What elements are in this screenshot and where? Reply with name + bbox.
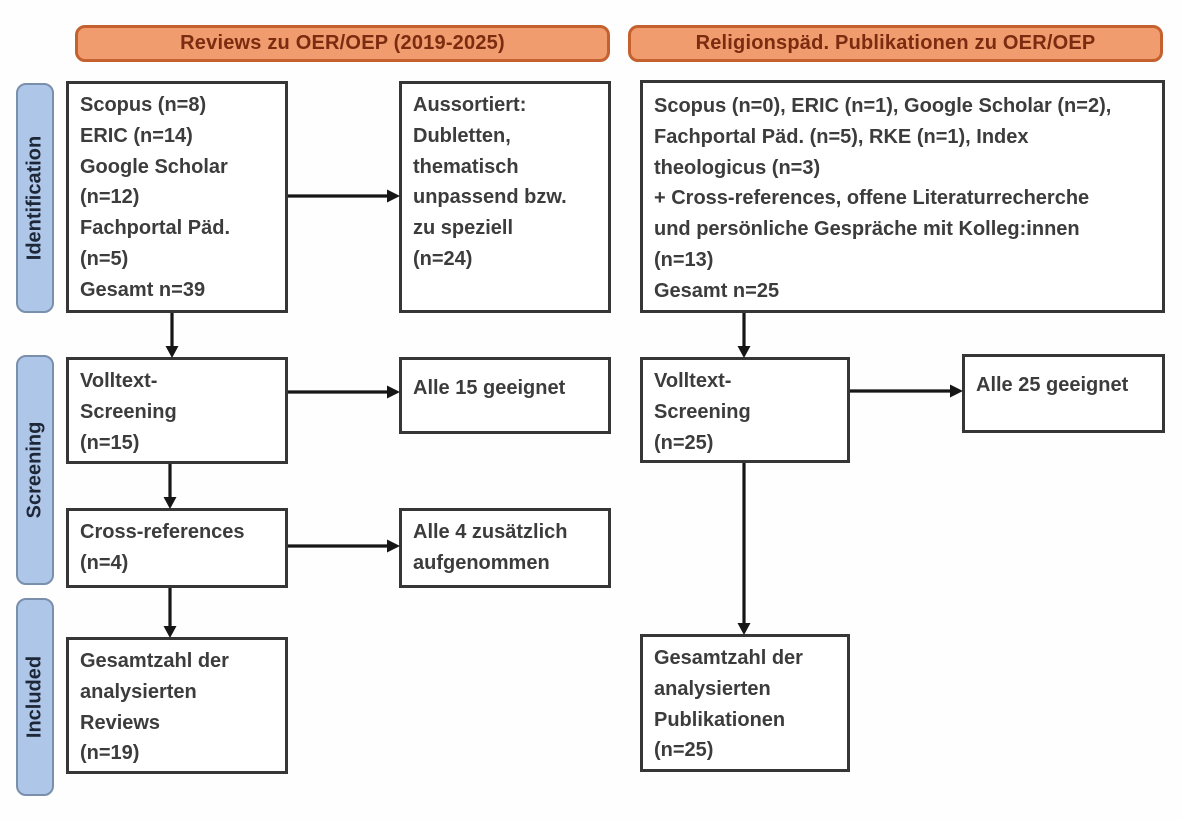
arrow-reviews-crossref-to-total [163,588,177,638]
box-reviews-cross-references: Cross-references (n=4) [66,508,288,588]
box-reviews-total-analyzed: Gesamtzahl der analysierten Reviews (n=1… [66,637,288,774]
stage-label-identification-text: Identification [23,135,46,261]
header-religionspaed-publikationen: Religionspäd. Publikationen zu OER/OEP [628,25,1163,62]
arrow-relpaed-sources-to-fulltext [737,313,751,358]
arrow-reviews-crossref-to-added [288,539,400,553]
arrow-reviews-sources-to-excluded [288,189,400,203]
arrow-reviews-sources-to-fulltext [165,313,179,358]
box-reviews-excluded: Aussortiert: Dubletten, thematisch unpas… [399,81,611,313]
box-reviews-sources: Scopus (n=8) ERIC (n=14) Google Scholar … [66,81,288,313]
box-religionspaed-fulltext-screening: Volltext- Screening (n=25) [640,357,850,463]
box-religionspaed-sources: Scopus (n=0), ERIC (n=1), Google Scholar… [640,80,1165,313]
box-reviews-crossref-added: Alle 4 zusätzlich aufgenommen [399,508,611,588]
box-religionspaed-eligible: Alle 25 geeignet [962,354,1165,433]
header-reviews-oer-oep: Reviews zu OER/OEP (2019-2025) [75,25,610,62]
box-reviews-eligible: Alle 15 geeignet [399,357,611,434]
arrow-relpaed-fulltext-to-eligible [850,384,963,398]
box-religionspaed-total-analyzed: Gesamtzahl der analysierten Publikatione… [640,634,850,772]
stage-label-screening-text: Screening [23,421,46,519]
arrow-reviews-fulltext-to-eligible [288,385,400,399]
arrow-reviews-fulltext-to-crossref [163,464,177,509]
arrow-relpaed-fulltext-to-total [737,463,751,635]
box-reviews-fulltext-screening: Volltext- Screening (n=15) [66,357,288,464]
stage-label-included-text: Included [23,655,46,739]
stage-label-included: Included [16,598,54,796]
stage-label-identification: Identification [16,83,54,313]
stage-label-screening: Screening [16,355,54,585]
